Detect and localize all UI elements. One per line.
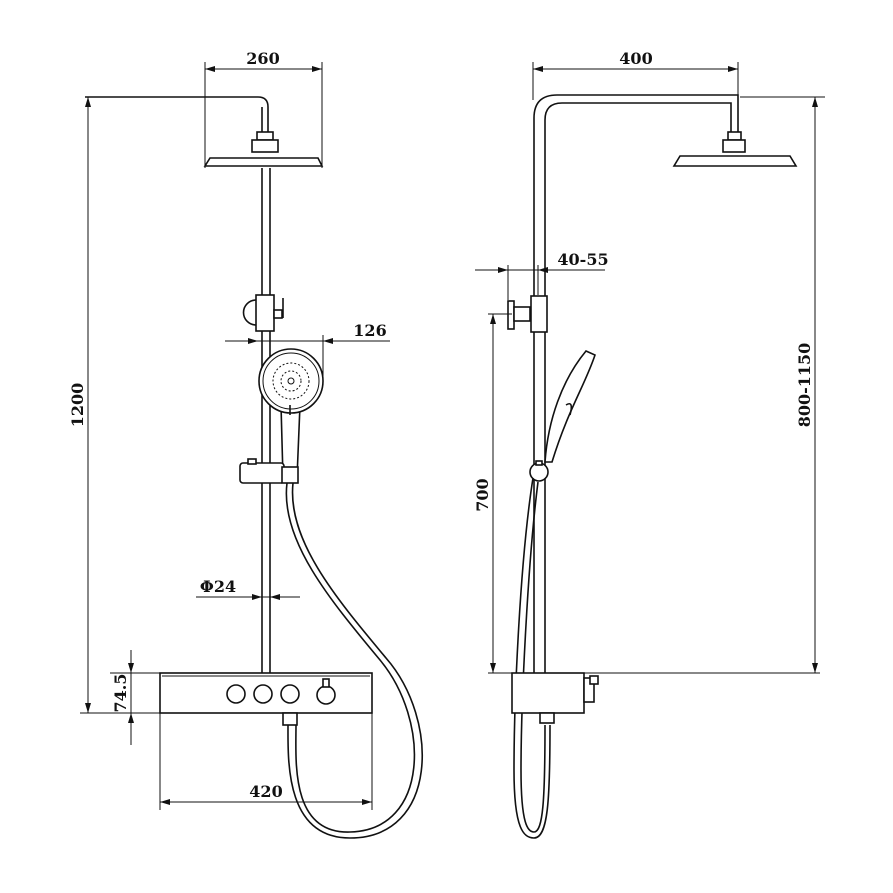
dim-label-74-5: 74.5 [111,674,130,713]
dim-label-700: 700 [473,478,492,511]
side-view: 400 800-1150 40-55 [473,49,825,839]
dim-head-width: 260 [204,49,323,168]
overhead-shower-head [85,96,324,167]
dim-label-260: 260 [246,49,279,68]
shower-hose-side [513,477,551,839]
dim-label-phi24: Φ24 [200,577,236,596]
shower-rail [242,168,284,673]
wall-bracket [507,295,548,333]
shower-hose [285,482,423,839]
control-knob [226,684,246,704]
temperature-knob [316,685,336,705]
front-view: 260 126 [68,49,423,839]
mixer-side [511,672,599,724]
dim-label-1200: 1200 [68,383,87,428]
dim-label-400: 400 [619,49,652,68]
dim-label-420: 420 [249,782,282,801]
control-knob [280,684,300,704]
dim-wall-offset: 40-55 [475,250,609,300]
dim-hand-shower: 126 [225,321,390,383]
hand-shower-side [529,350,596,482]
dim-label-40-55: 40-55 [557,250,608,269]
dim-bracket-height: 700 [473,313,512,673]
rail-slider [239,458,299,484]
thermostatic-mixer [159,672,373,726]
dim-label-126: 126 [353,321,386,340]
side-pole [533,94,798,673]
dim-label-800-1150: 800-1150 [795,343,814,428]
dim-mixer-height: 74.5 [110,650,160,745]
control-knob [253,684,273,704]
dim-rail-diameter: Φ24 [196,577,300,600]
dim-mixer-width: 420 [159,713,373,810]
dim-arm-projection: 400 [532,49,739,100]
hand-shower [258,348,324,479]
dim-adjustable-height: 800-1150 [740,96,825,673]
dim-total-height: 1200 [68,97,110,714]
